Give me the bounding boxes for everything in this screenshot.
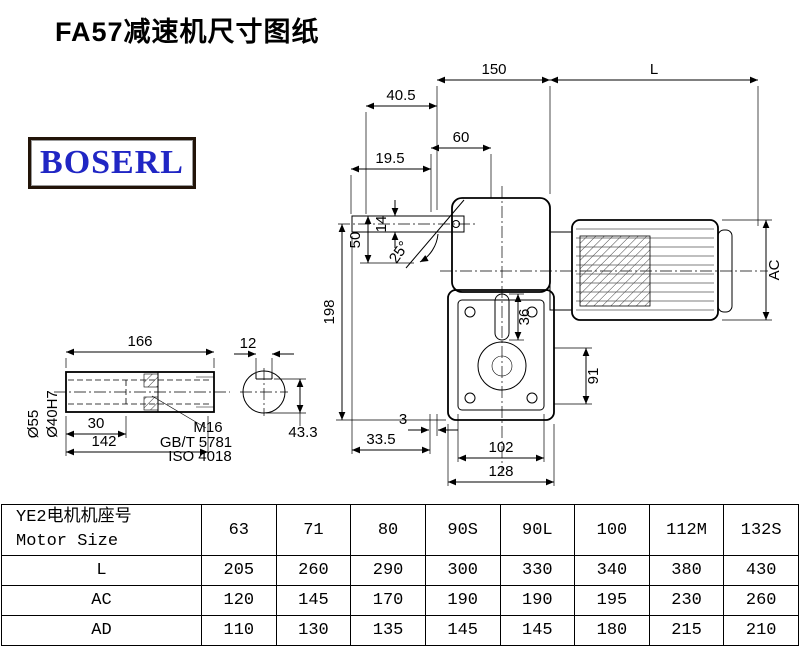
spec-cell: 190: [499, 585, 576, 616]
spec-row-label: L: [1, 555, 202, 586]
spec-cell: 170: [350, 585, 426, 616]
spec-col-header: 90S: [424, 504, 501, 556]
motor: [549, 219, 733, 321]
spec-cell: 145: [499, 615, 576, 646]
spec-cell: 205: [201, 555, 277, 586]
bolt-hole: [526, 392, 538, 404]
page-title: FA57减速机尺寸图纸: [55, 17, 320, 47]
output-bore: [477, 341, 527, 391]
spec-cell: 430: [723, 555, 799, 586]
spec-col-header: 63: [201, 504, 277, 556]
spec-cell: 145: [424, 615, 501, 646]
top-dimensions: 150 L 40.5 60 19.5: [350, 61, 759, 226]
spec-col-header: 71: [275, 504, 352, 556]
motor-stator-section: [579, 235, 651, 307]
retaining-ring-section: [143, 373, 159, 388]
dim-36-label: 36: [516, 309, 533, 326]
spec-cell: 145: [275, 585, 352, 616]
spec-header-label: YE2电机机座号 Motor Size: [1, 504, 202, 556]
spec-cell: 380: [648, 555, 725, 586]
spec-cell: 210: [723, 615, 799, 646]
spec-cell: 300: [424, 555, 501, 586]
spec-cell: 260: [275, 555, 352, 586]
boserl-logo-text: BOSERL: [40, 144, 184, 181]
spec-col-header: 90L: [499, 504, 576, 556]
dim-AC-label: AC: [766, 259, 783, 280]
spec-row-label: AC: [1, 585, 202, 616]
spec-row-AD: AD 110 130 135 145 145 180 215 210: [1, 615, 799, 646]
spec-col-header: 112M: [648, 504, 725, 556]
spec-cell: 110: [201, 615, 277, 646]
spec-col-header: 80: [350, 504, 426, 556]
bolt-hole: [526, 306, 538, 318]
dim-198-label: 198: [321, 299, 338, 324]
dim-91-label: 91: [585, 368, 602, 385]
dim-50-label: 50: [347, 232, 364, 249]
spec-row-label: AD: [1, 615, 202, 646]
dimension-drawing: 150 L 40.5 60 19.5 14 50: [25, 61, 783, 486]
spec-cell: 260: [723, 585, 799, 616]
dim-30-label: 30: [88, 415, 105, 432]
spec-cell: 130: [275, 615, 352, 646]
output-bore-inner: [491, 355, 513, 377]
spec-cell: 230: [648, 585, 725, 616]
spec-cell: 290: [350, 555, 426, 586]
flange-inner: [457, 299, 545, 411]
dim-43-3-label: 43.3: [288, 424, 317, 441]
output-shaft-body: [65, 371, 215, 413]
spec-col-header: 100: [574, 504, 650, 556]
dim-dia40H7-label: Ø40H7: [44, 390, 61, 438]
dim-12-label: 12: [240, 335, 257, 352]
spec-row-L: L 205 260 290 300 330 340 380 430: [1, 555, 799, 586]
thread-m16-label: M16: [193, 419, 222, 436]
shaft-cross-section: 12 43.3: [234, 335, 318, 441]
boserl-logo: BOSERL: [28, 137, 196, 189]
dim-150-label: 150: [481, 61, 506, 78]
standard-iso-label: ISO 4018: [168, 448, 231, 465]
spec-row-AC: AC 120 145 170 190 190 195 230 260: [1, 585, 799, 616]
bottom-dimensions: 3 33.5 102 128: [351, 236, 555, 486]
standard-gbt-label: GB/T 5781: [160, 434, 232, 451]
left-dimensions: 14 50 25° 198: [321, 200, 446, 421]
bolt-hole: [464, 392, 476, 404]
spec-cell: 135: [350, 615, 426, 646]
dim-128-label: 128: [488, 463, 513, 480]
dim-166-label: 166: [127, 333, 152, 350]
spec-cell: 215: [648, 615, 725, 646]
dim-3-label: 3: [399, 411, 407, 428]
input-shaft-body: [351, 215, 465, 233]
dim-33-5-label: 33.5: [366, 431, 395, 448]
dim-40-5-label: 40.5: [386, 87, 415, 104]
spec-cell: 340: [574, 555, 650, 586]
spec-cell: 195: [574, 585, 650, 616]
dim-25deg-label: 25°: [386, 238, 413, 266]
spec-header-line2: Motor Size: [16, 532, 119, 551]
output-shaft-detail: 166 30 142 Ø55 Ø40H7 M16 GB/T 5781 ISO 4…: [25, 333, 232, 465]
dim-L-label: L: [650, 61, 658, 78]
spec-header-row: YE2电机机座号 Motor Size 63 71 80 90S 90L 100…: [1, 504, 799, 556]
spec-cell: 330: [499, 555, 576, 586]
center-slot: [494, 293, 510, 341]
bolt-hole: [464, 306, 476, 318]
spec-col-header: 132S: [723, 504, 799, 556]
spec-header-line1: YE2电机机座号: [16, 508, 132, 527]
motor-end-cap: [717, 229, 733, 313]
upper-housing: [451, 197, 551, 293]
spec-table: YE2电机机座号 Motor Size 63 71 80 90S 90L 100…: [1, 504, 799, 646]
dim-60-label: 60: [453, 129, 470, 146]
lower-housing: [447, 289, 555, 421]
dim-14-label: 14: [373, 216, 390, 233]
spec-cell: 120: [201, 585, 277, 616]
retaining-ring-section: [143, 396, 159, 411]
inner-dimensions: 36 91 AC: [509, 219, 783, 405]
dim-19-5-label: 19.5: [375, 150, 404, 167]
spec-cell: 190: [424, 585, 501, 616]
dim-102-label: 102: [488, 439, 513, 456]
spec-cell: 180: [574, 615, 650, 646]
housing-slant-edge: [405, 199, 465, 269]
dim-142-label: 142: [91, 433, 116, 450]
dim-dia55-label: Ø55: [25, 410, 42, 438]
